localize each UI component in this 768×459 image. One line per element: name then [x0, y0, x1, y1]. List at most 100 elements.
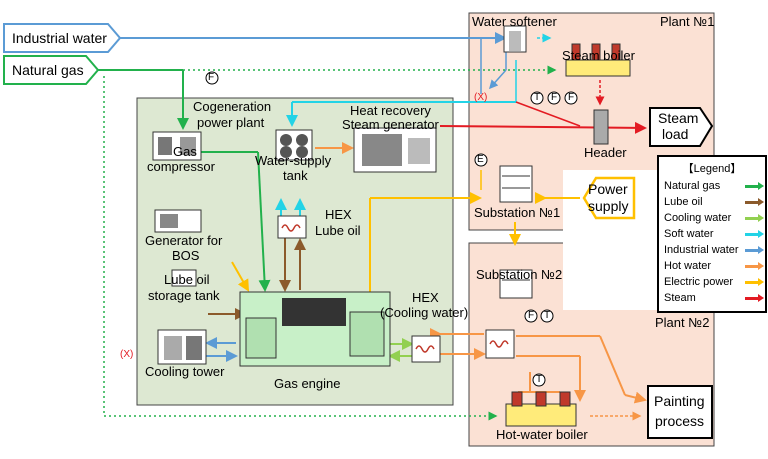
steam-arrow-icon	[745, 294, 764, 302]
substation2-label: Substation №2	[476, 267, 563, 282]
legend: 【Legend】 Natural gas Lube oil Cooling wa…	[657, 155, 767, 313]
steam-load-label-1: Steam	[658, 110, 699, 126]
valve-x-cooling: (X)	[120, 349, 134, 360]
substation1-icon	[499, 165, 533, 203]
generator-bos-label-1: Generator for	[145, 233, 223, 248]
legend-label: Natural gas	[664, 180, 721, 192]
header-label: Header	[584, 145, 627, 160]
plant1-label: Plant №1	[660, 14, 715, 29]
hex-plant2-icon	[485, 329, 515, 359]
generator-bos-icon	[154, 209, 202, 233]
industrial-water-arrow-icon	[745, 246, 764, 254]
steam-load-box	[649, 107, 714, 147]
flow-meter-gas2-icon	[564, 91, 578, 105]
legend-item-lube-oil: Lube oil	[659, 194, 765, 210]
steam-load-label-2: load	[662, 126, 689, 142]
gas-compressor-icon	[152, 131, 202, 161]
soft-water-arrow-icon	[745, 230, 764, 238]
power-supply-label-2: supply	[588, 198, 629, 214]
water-supply-label-2: tank	[283, 168, 308, 183]
legend-label: Industrial water	[664, 244, 739, 256]
cooling-tower-icon	[157, 329, 207, 365]
legend-item-steam: Steam	[659, 290, 765, 306]
steam-boiler-icon	[565, 43, 631, 77]
gas-compressor-label-2: compressor	[147, 159, 215, 174]
generator-bos-label-2: BOS	[172, 248, 200, 263]
water-supply-tank-icon	[275, 129, 313, 161]
painting-label-1: Painting	[654, 393, 705, 409]
hex-cooling-label-1: HEX	[412, 290, 439, 305]
legend-item-soft-water: Soft water	[659, 226, 765, 242]
legend-label: Electric power	[664, 276, 734, 288]
flow-meter-gas-icon	[205, 71, 219, 85]
cooling-water-arrow-icon	[745, 214, 764, 222]
cogeneration-label-1: Cogeneration	[193, 99, 272, 114]
hex-cooling-label-2: (Cooling water)	[380, 305, 469, 320]
legend-item-electric-power: Electric power	[659, 274, 765, 290]
hex-lube-label-1: HEX	[325, 207, 352, 222]
water-softener-label: Water softener	[472, 14, 557, 29]
legend-label: Lube oil	[664, 196, 703, 208]
gas-compressor-label-1: Gas	[173, 144, 197, 159]
power-supply-label-1: Power	[588, 181, 628, 197]
industrial-water-label: Industrial water	[12, 30, 107, 46]
legend-item-cooling-water: Cooling water	[659, 210, 765, 226]
cooling-tower-label: Cooling tower	[145, 364, 225, 379]
legend-label: Hot water	[664, 260, 712, 272]
substation2-icon	[499, 269, 533, 299]
instrument-f-steam: F	[551, 92, 558, 103]
temperature-sensor-steam-icon	[530, 91, 544, 105]
electric-power-arrow-icon	[745, 278, 764, 286]
lube-oil-arrow-icon	[745, 198, 764, 206]
industrial-water-box	[3, 23, 122, 53]
electric-meter-icon	[474, 153, 488, 167]
header-icon	[593, 109, 609, 145]
instrument-t-boiler: T	[536, 374, 543, 385]
legend-label: Steam	[664, 292, 696, 304]
water-softener-icon	[503, 25, 527, 53]
heat-recovery-label-1: Heat recovery	[350, 103, 431, 118]
instrument-e: E	[477, 154, 484, 165]
legend-item-hot-water: Hot water	[659, 258, 765, 274]
hex-lube-oil-icon	[277, 215, 307, 239]
legend-item-natural-gas: Natural gas	[659, 178, 765, 194]
natural-gas-label: Natural gas	[12, 62, 84, 78]
plant2-label: Plant №2	[655, 315, 710, 330]
hot-water-arrow-icon	[745, 262, 764, 270]
gas-engine-icon	[239, 291, 391, 367]
steam-boiler-label: Steam boiler	[562, 48, 635, 63]
natural-gas-box	[3, 55, 100, 85]
hot-water-boiler-label: Hot-water boiler	[496, 427, 588, 442]
gas-engine-label: Gas engine	[274, 376, 341, 391]
natural-gas-arrow-icon	[745, 182, 764, 190]
legend-label: Soft water	[664, 228, 714, 240]
instrument-f-hot: F	[528, 310, 535, 321]
painting-label-2: process	[655, 413, 705, 429]
temperature-sensor-boiler-icon	[532, 373, 546, 387]
instrument-t-hot: T	[544, 310, 551, 321]
flow-meter-hot-icon	[524, 309, 538, 323]
hex-lube-label-2: Lube oil	[315, 223, 361, 238]
instrument-f-gas: F	[208, 72, 215, 83]
instrument-t-steam: T	[534, 92, 541, 103]
heat-recovery-steam-generator-icon	[353, 127, 437, 173]
legend-label: Cooling water	[664, 212, 732, 224]
lube-storage-label-2: storage tank	[148, 288, 220, 303]
valve-x-industrial: (X)	[474, 92, 488, 103]
hex-cooling-water-icon	[411, 335, 441, 363]
heat-recovery-label-2: Steam generator	[342, 117, 439, 132]
painting-process-box	[647, 385, 713, 439]
hot-water-boiler-icon	[505, 391, 577, 427]
legend-item-industrial-water: Industrial water	[659, 242, 765, 258]
cogeneration-label-2: power plant	[197, 115, 265, 130]
instrument-f-gas2: F	[568, 92, 575, 103]
power-supply-box	[582, 176, 636, 220]
water-supply-label-1: Water-supply	[255, 153, 332, 168]
temperature-sensor-hot-icon	[540, 309, 554, 323]
flow-meter-steam-icon	[547, 91, 561, 105]
legend-title: 【Legend】	[682, 163, 742, 175]
lube-oil-storage-tank-icon	[171, 269, 197, 287]
lube-storage-label-1: Lube oil	[164, 272, 210, 287]
